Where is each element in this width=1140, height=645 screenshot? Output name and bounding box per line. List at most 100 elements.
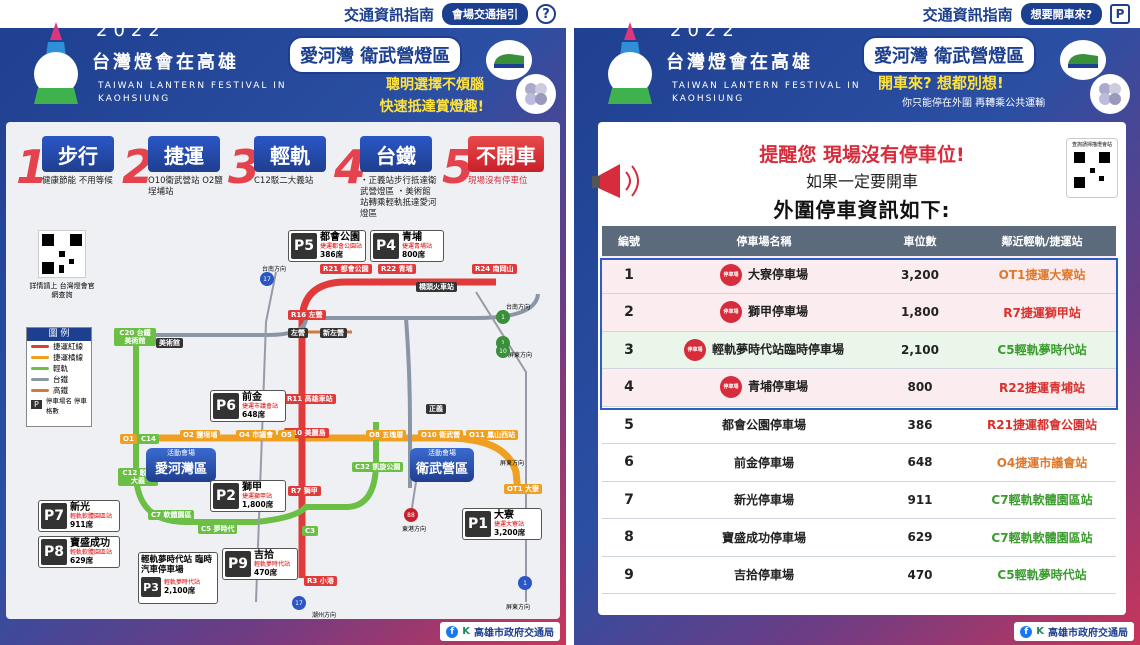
mode-desc: O10衛武營站 O2鹽埕埔站 [148, 176, 223, 197]
cell-name: 停車場獅甲停車場 [656, 293, 872, 332]
festival-title-en: TAIWAN LANTERN FESTIVAL IN KAOHSIUNG [672, 81, 861, 104]
cell-name: 停車場青埔停車場 [656, 368, 872, 407]
mode-railway: 4 台鐵 ・正義站步行抵達衛武營燈區 ・美術館站轉乘輕軌抵達愛河燈區 [334, 136, 437, 219]
highway-shield-icon: 17 [260, 272, 274, 286]
cell-station: O4捷運市議會站 [968, 443, 1116, 482]
col-header-station: 鄰近輕軌/捷運站 [968, 226, 1116, 256]
mode-name: 輕軌 [254, 136, 326, 172]
guide-title: 交通資訊指南 [922, 5, 1013, 24]
col-header-no: 編號 [602, 226, 656, 256]
station-c32: C32 凱旋公園 [352, 462, 404, 472]
facebook-icon[interactable]: f [446, 625, 459, 638]
help-icon[interactable]: ? [536, 4, 556, 24]
road-label: 屏東方向 [500, 460, 525, 467]
poster-parking-info: 交通資訊指南 想要開車來? P 2022 台灣燈會在高雄 TAIWAN LANT… [574, 0, 1140, 645]
top-bar: 交通資訊指南 想要開車來? P [574, 0, 1140, 28]
cell-name: 前金停車場 [656, 443, 872, 482]
cell-station: OT1捷運大寮站 [968, 256, 1116, 294]
cell-count: 911 [872, 481, 968, 519]
cell-count: 800 [872, 368, 968, 407]
cell-no: 7 [602, 481, 656, 519]
mode-desc: 現場沒有停車位 [468, 176, 528, 186]
road-label: 台南方向 [506, 304, 531, 311]
mode-no-car: 5 不開車 現場沒有停車位 [442, 136, 544, 210]
station-r11: R11 高雄車站 [284, 394, 336, 404]
legend-item: 捷運橘線 [27, 352, 91, 363]
year: 2022 [670, 20, 740, 41]
cell-count: 386 [872, 406, 968, 444]
cell-no: 5 [602, 406, 656, 444]
event-area-love-river: 活動會場愛河灣區 [146, 448, 216, 482]
cell-name: 寶盛成功停車場 [656, 518, 872, 557]
cell-station: C5輕軌夢時代站 [968, 556, 1116, 594]
cell-station: C7輕軌軟體園區站 [968, 518, 1116, 557]
cell-name: 吉拾停車場 [656, 556, 872, 594]
megaphone-icon [592, 164, 639, 198]
facebook-icon[interactable]: f [1020, 625, 1033, 638]
cell-name: 新光停車場 [656, 481, 872, 519]
station-o4: O4 市議會 [236, 430, 277, 440]
driving-pill[interactable]: 想要開車來? [1020, 3, 1102, 25]
mode-desc: ・正義站步行抵達衛武營燈區 ・美術館站轉乘輕軌抵達愛河燈區 [360, 176, 437, 219]
venue-guide-pill[interactable]: 會場交通指引 [442, 3, 528, 25]
legend-item: 高鐵 [27, 385, 91, 396]
lantern-logo-icon [34, 22, 78, 104]
mode-desc: 健康節能 不用等候 [42, 176, 113, 186]
cell-station: R22捷運青埔站 [968, 368, 1116, 407]
cell-station: R21捷運都會公園站 [968, 406, 1116, 444]
station-o5: O5 [278, 430, 295, 440]
station-r21: R21 都會公園 [320, 264, 372, 274]
parking-info-heading: 外圍停車資訊如下: [773, 198, 951, 222]
cell-name: 停車場大寮停車場 [656, 256, 872, 294]
parking-badge-icon: 停車場 [683, 338, 706, 361]
cell-station: R7捷運獅甲站 [968, 293, 1116, 332]
event-area-weiwuying: 活動會場衛武營區 [410, 448, 474, 482]
mode-walk: 1 步行 健康節能 不用等候 [16, 136, 116, 210]
slogan-line-1: 開車來? 想都別想! [878, 74, 1004, 92]
parking-badge-icon: 停車場 [719, 376, 742, 399]
slogan-line-1: 聰明選擇不煩腦 [386, 77, 484, 93]
highway-shield-icon: 1 [518, 576, 532, 590]
road-label: 東港方向 [402, 526, 427, 533]
station-museum: 美術館 [156, 338, 183, 348]
mode-desc: C12駁二大義站 [254, 176, 314, 186]
cell-station: C5輕軌夢時代站 [968, 331, 1116, 369]
col-header-count: 車位數 [872, 226, 968, 256]
train-icon [1060, 40, 1106, 80]
lantern-art-icon [516, 74, 556, 114]
station-zhengyi: 正義 [426, 404, 446, 414]
highway-shield-icon: 10 [496, 344, 510, 358]
station-c3: C3 [302, 526, 319, 536]
cell-no: 6 [602, 443, 656, 482]
table-header-row: 編號 停車場名稱 車位數 鄰近輕軌/捷運站 [602, 226, 1116, 256]
cell-no: 2 [602, 293, 656, 332]
cell-no: 3 [602, 331, 656, 369]
mode-mrt: 2 捷運 O10衛武營站 O2鹽埕埔站 [122, 136, 223, 210]
station-r10: R10 美麗島 [284, 428, 329, 438]
parking-icon[interactable]: P [1110, 4, 1130, 24]
legend-item: 捷運紅線 [27, 341, 91, 352]
cell-count: 629 [872, 518, 968, 557]
qr-code-icon[interactable]: 查詢請掃描燈會站 [1066, 138, 1118, 198]
festival-title: 台灣燈會在高雄 [666, 52, 813, 73]
mode-name: 步行 [42, 136, 114, 172]
station-o10: O10 衛武營 [418, 430, 464, 440]
col-header-name: 停車場名稱 [656, 226, 872, 256]
qr-code-icon[interactable] [38, 230, 86, 278]
station-r3: R3 小港 [304, 576, 337, 586]
qr-caption: 詳情請上 台灣燈會官網查詢 [29, 282, 95, 299]
road-label: 屏東方向 [506, 604, 531, 611]
mode-name: 台鐵 [360, 136, 432, 172]
festival-title-en: TAIWAN LANTERN FESTIVAL IN KAOHSIUNG [98, 81, 287, 104]
station-r7: R7 獅甲 [288, 486, 321, 496]
mode-name: 不開車 [468, 136, 544, 172]
